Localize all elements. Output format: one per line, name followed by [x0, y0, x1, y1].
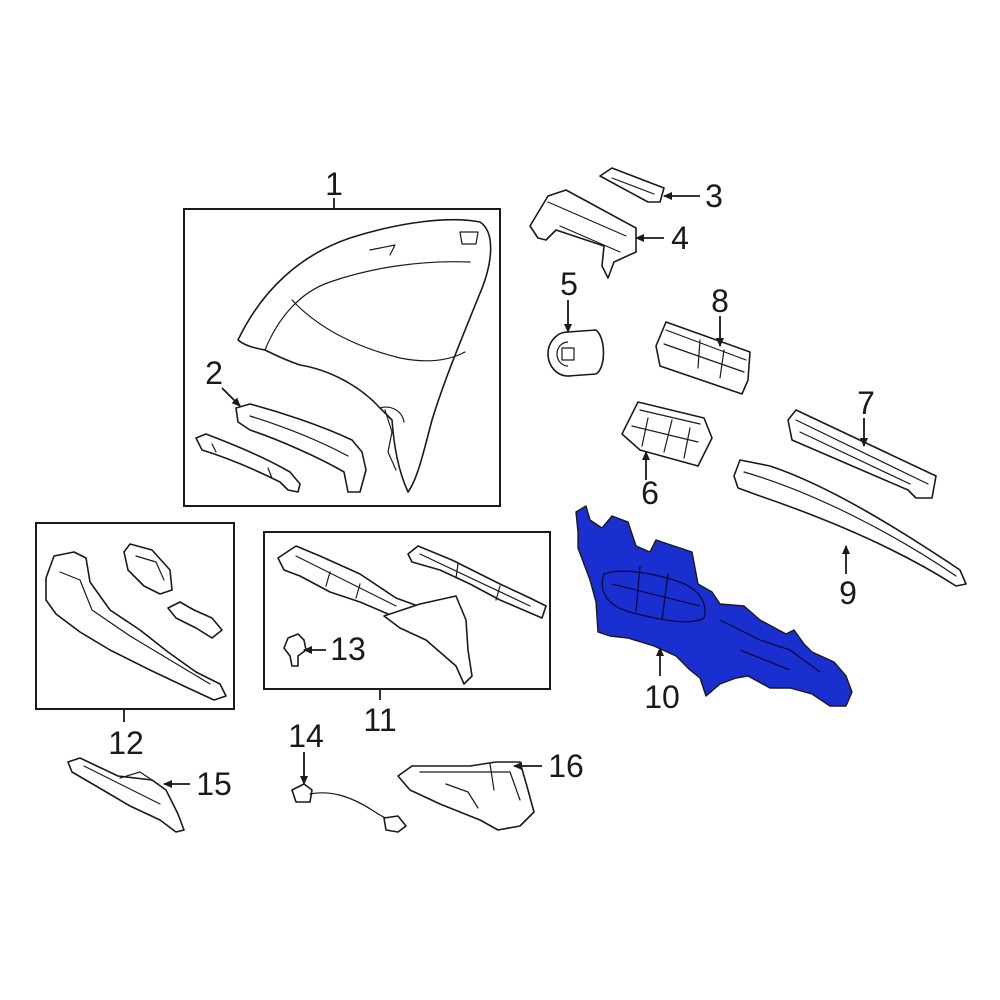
part-3-cover-strip[interactable] [599, 167, 665, 203]
callout-5: 5 [560, 266, 578, 302]
part-5-rotary-switch[interactable] [547, 329, 605, 377]
callout-7: 7 [857, 385, 875, 421]
callout-3: 3 [705, 178, 723, 214]
callout-14: 14 [288, 718, 324, 754]
callout-11: 11 [363, 702, 396, 738]
callout-15: 15 [196, 766, 232, 802]
callout-9: 9 [839, 575, 857, 611]
part-15-bracket[interactable] [67, 757, 185, 833]
part-12-glove-box-frame[interactable] [45, 543, 227, 701]
part-10-glove-box-bracket[interactable] [575, 505, 853, 707]
callout-1: 1 [325, 166, 343, 202]
callout-8: 8 [711, 283, 729, 319]
group-box-12 [35, 522, 235, 710]
part-2-trim-strip[interactable] [195, 403, 367, 493]
callout-16: 16 [548, 748, 584, 784]
callout-6: 6 [641, 475, 659, 511]
part-11-reinforcement[interactable] [277, 545, 547, 685]
part-8-switch-module[interactable] [655, 321, 751, 395]
part-16-liner[interactable] [397, 761, 535, 831]
callout-10: 10 [644, 679, 680, 715]
group-box-1 [183, 208, 501, 507]
part-6-air-vent[interactable] [621, 401, 713, 467]
callout-2: 2 [205, 355, 223, 391]
leader-lines [123, 192, 868, 788]
part-9-trim-bar[interactable] [733, 459, 967, 587]
part-7-rail[interactable] [787, 409, 937, 499]
group-box-11 [263, 531, 551, 690]
callout-12: 12 [108, 725, 144, 761]
callout-4: 4 [671, 220, 689, 256]
part-13-bumper[interactable] [283, 633, 307, 667]
part-1-glove-box-door[interactable] [237, 218, 492, 493]
part-4-bezel[interactable] [529, 189, 637, 279]
callout-13: 13 [330, 631, 366, 667]
part-14-cable[interactable] [291, 783, 407, 833]
